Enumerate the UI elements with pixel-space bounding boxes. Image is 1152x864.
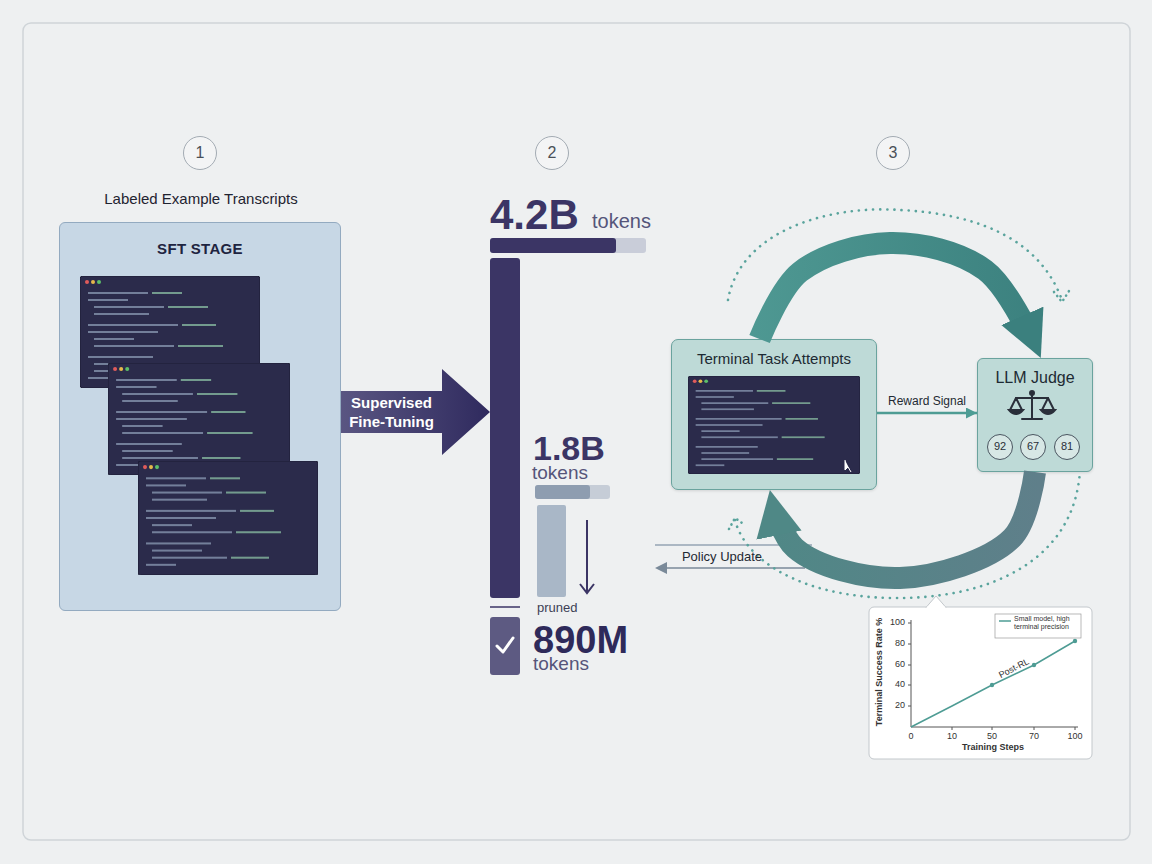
legend-line-sample	[999, 620, 1011, 622]
scale-icon	[1009, 391, 1055, 419]
tick-label: 100	[885, 618, 905, 628]
panel-heading: Labeled Example Transcripts	[20, 191, 382, 206]
terminal-window	[688, 376, 860, 474]
step-number: 3	[877, 145, 909, 161]
tick-label: 70	[1024, 732, 1044, 742]
step-circle: 3	[876, 136, 910, 170]
callout-gap	[927, 607, 945, 609]
legend-text: Small model, high terminal precision	[1014, 615, 1080, 631]
terminal-window	[108, 363, 290, 475]
tick-label: 10	[942, 732, 962, 742]
terminal-window	[80, 276, 260, 388]
step-circle: 1	[183, 136, 217, 170]
progress-track	[490, 238, 646, 253]
score-value: 67	[1021, 441, 1045, 452]
edge-group	[341, 243, 1041, 578]
score-value: 92	[988, 441, 1012, 452]
token-unit: tokens	[532, 463, 588, 482]
scale-base	[1022, 418, 1042, 420]
score-circle: 67	[1020, 434, 1046, 460]
scale-post	[1031, 394, 1033, 418]
step-number: 2	[536, 145, 568, 161]
feedback-arrow	[664, 567, 805, 569]
feedback-line	[655, 544, 812, 546]
tick-label: 60	[885, 660, 905, 670]
check-mark	[497, 638, 513, 652]
callout-pointer	[926, 596, 946, 608]
scale-pans	[1009, 410, 1055, 414]
process-box: Terminal Task Attempts	[671, 339, 877, 490]
stage-panel: Labeled Example TranscriptsSFT STAGE	[59, 222, 341, 611]
token-unit: tokens	[533, 654, 589, 673]
token-count: 4.2B	[490, 194, 579, 236]
cycle-arrow	[770, 472, 1035, 578]
tick-label: 100	[1065, 732, 1085, 742]
data-line	[911, 641, 1075, 727]
arrow-head	[655, 562, 667, 574]
progress-fill	[535, 485, 590, 499]
token-bar: 1.8Btokens	[537, 505, 566, 597]
chart-axes	[911, 620, 1078, 727]
data-point	[1073, 639, 1077, 643]
step-circle: 2	[535, 136, 569, 170]
tick-label: 40	[885, 680, 905, 690]
axis-title: Terminal Success Rate %	[875, 607, 885, 737]
dotted-arrow-head	[1054, 291, 1069, 302]
axis-ticks	[908, 623, 1075, 730]
tick-label: 50	[982, 732, 1002, 742]
scale-knob	[1030, 391, 1034, 395]
chart-legend-box	[995, 614, 1081, 638]
data-point	[1032, 663, 1036, 667]
tick-label: 80	[885, 639, 905, 649]
axis-title: Training Steps	[943, 743, 1043, 753]
edge-note: Policy Update	[667, 550, 777, 564]
box-title: Terminal Task Attempts	[672, 351, 876, 366]
token-bar: 4.2Btokens	[490, 258, 520, 598]
divider-line	[490, 606, 520, 608]
token-count: 1.8B	[533, 431, 605, 465]
terminal-window	[138, 461, 318, 575]
score-circle: 92	[987, 434, 1013, 460]
step-note: pruned	[537, 601, 597, 615]
data-point	[990, 683, 994, 687]
scale-beam	[1016, 397, 1048, 399]
score-circle: 81	[1054, 434, 1080, 460]
edge-label: Reward Signal	[872, 394, 982, 408]
series-label: Post-RL	[998, 657, 1031, 681]
chart-callout	[869, 607, 1092, 759]
frame	[23, 23, 1130, 840]
scale-strings	[1010, 398, 1054, 410]
panel-title: SFT STAGE	[60, 241, 340, 256]
progress-track	[535, 485, 610, 499]
dotted-arrow-head	[729, 518, 745, 529]
score-value: 81	[1055, 441, 1079, 452]
judge-box: LLM Judge 92 67 81	[977, 358, 1093, 472]
token-unit: tokens	[592, 211, 651, 231]
check-box: 890Mtokens	[490, 617, 520, 675]
dotted-cycle	[728, 209, 1062, 300]
edge-label: Supervised Fine-Tuning	[341, 393, 442, 431]
reward-arrow	[877, 412, 977, 415]
tick-label: 0	[901, 732, 921, 742]
prune-arrow	[580, 520, 594, 593]
mouse-cursor	[845, 460, 851, 472]
progress-fill	[490, 238, 616, 253]
fine-tune-arrow	[341, 369, 490, 455]
tick-label: 20	[885, 701, 905, 711]
cycle-arrow	[760, 243, 1041, 358]
step-number: 1	[184, 145, 216, 161]
box-title: LLM Judge	[978, 370, 1092, 386]
